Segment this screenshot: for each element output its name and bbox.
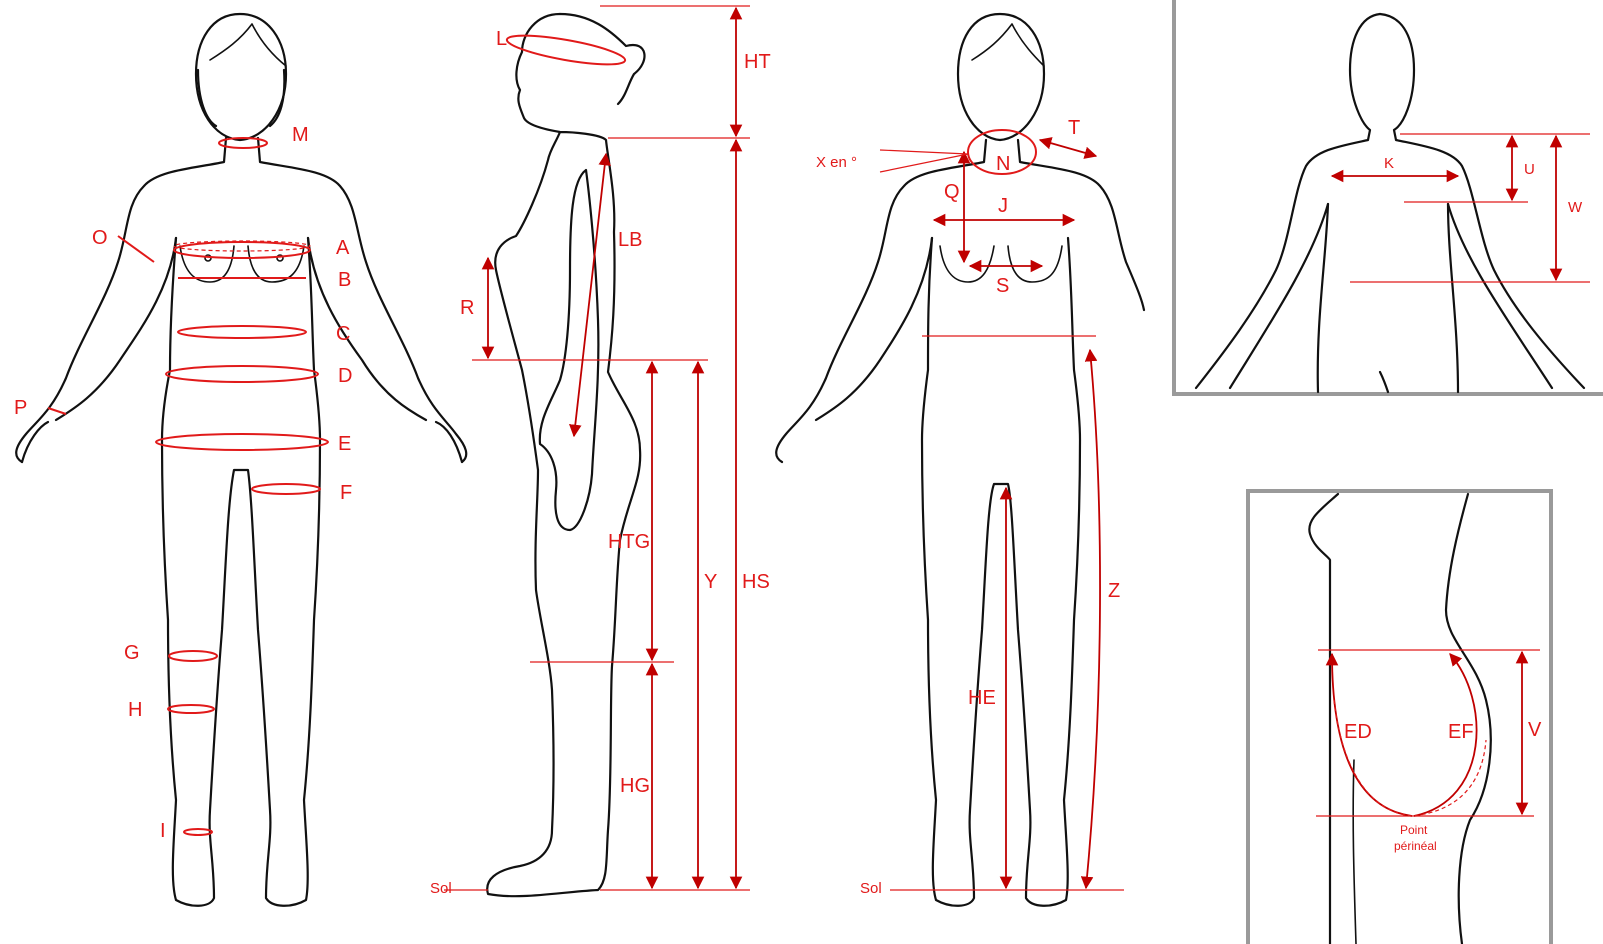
crotch-inset-labels: ED EF V Point périnéal <box>1344 719 1542 853</box>
label-w: W <box>1568 199 1583 216</box>
label-f: F <box>340 482 352 504</box>
label-u: U <box>1524 161 1535 178</box>
label-y: Y <box>704 571 717 593</box>
back-inset <box>1174 0 1603 394</box>
label-d: D <box>338 365 352 387</box>
measures-figure <box>776 14 1144 906</box>
measures-view-labels: X en ° T N Q J S Z HE Sol <box>816 117 1120 897</box>
label-m: M <box>292 124 309 146</box>
label-z: Z <box>1108 580 1120 602</box>
side-figure <box>444 6 750 896</box>
label-q: Q <box>944 181 960 203</box>
label-o: O <box>92 227 108 249</box>
label-htg: HTG <box>608 531 650 553</box>
label-n: N <box>996 153 1010 175</box>
front-view-labels: M O A B C D E F P G H I <box>14 124 352 842</box>
label-j: J <box>998 195 1008 217</box>
label-hs: HS <box>742 571 770 593</box>
label-a: A <box>336 237 350 259</box>
label-k: K <box>1384 155 1394 172</box>
label-b: B <box>338 269 351 291</box>
label-ht: HT <box>744 51 771 73</box>
label-g: G <box>124 642 140 664</box>
label-ef: EF <box>1448 721 1474 743</box>
label-v: V <box>1528 719 1542 741</box>
label-sol-measures: Sol <box>860 880 882 897</box>
label-s: S <box>996 275 1009 297</box>
label-hg: HG <box>620 775 650 797</box>
label-point: Point <box>1400 823 1428 837</box>
back-inset-labels: K U W <box>1384 155 1583 216</box>
label-perineal: périnéal <box>1394 839 1437 853</box>
label-lb: LB <box>618 229 642 251</box>
label-he: HE <box>968 687 996 709</box>
label-r: R <box>460 297 474 319</box>
label-sol-side: Sol <box>430 880 452 897</box>
side-view-labels: L HT LB R HTG Y HS HG Sol <box>430 28 771 897</box>
label-e: E <box>338 433 351 455</box>
label-p: P <box>14 397 27 419</box>
label-t: T <box>1068 117 1080 139</box>
crotch-inset <box>1248 491 1551 944</box>
front-figure <box>16 14 466 906</box>
label-i: I <box>160 820 166 842</box>
label-c: C <box>336 323 350 345</box>
label-ed: ED <box>1344 721 1372 743</box>
label-l: L <box>496 28 507 50</box>
label-x-angle: X en ° <box>816 154 857 171</box>
label-h: H <box>128 699 142 721</box>
